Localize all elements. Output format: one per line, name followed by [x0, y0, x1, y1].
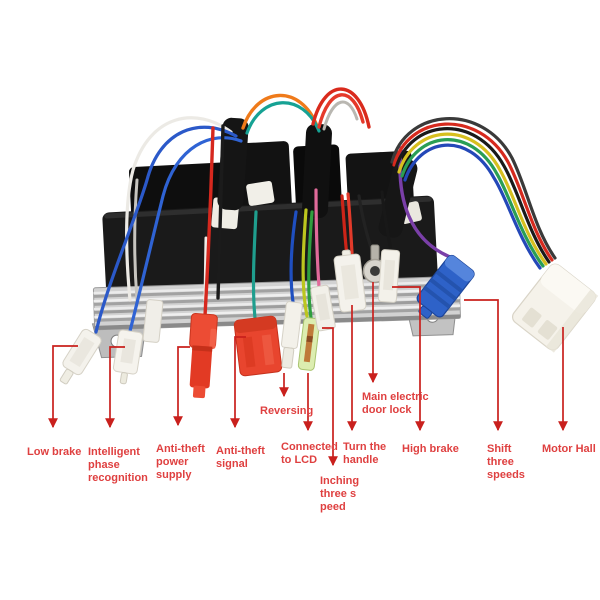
label-high-brake: High brake — [402, 443, 459, 455]
wire-gray-left — [133, 178, 139, 302]
label-shift-three-speeds: Shift three speeds — [487, 443, 525, 481]
label-reversing: Reversing — [260, 405, 314, 417]
wire-teal-vertical — [251, 210, 258, 320]
motor-hall-connector — [511, 263, 599, 353]
wire-pink-inching — [314, 188, 321, 289]
shift-connector — [416, 254, 475, 319]
reversing-connector — [280, 301, 303, 369]
label-low-brake: Low brake — [27, 446, 82, 458]
high-brake-connector — [377, 249, 401, 303]
wire-hall-blue — [403, 143, 542, 270]
wire-black-vertical — [216, 124, 225, 300]
wire-green-lcd — [307, 210, 314, 320]
anti-theft-signal-connector — [233, 315, 283, 377]
connector-back-white — [142, 299, 164, 343]
label-anti-theft-power: Anti-theft power supply — [156, 443, 205, 481]
leader-low-brake — [48, 345, 78, 429]
wire-red-vertical — [203, 126, 215, 318]
leader-shift — [464, 299, 503, 432]
wire-black-high-brake — [380, 190, 393, 253]
anti-theft-power-connector — [189, 312, 218, 399]
wire-hall-black — [394, 127, 551, 264]
wire-red-arc-2 — [317, 93, 365, 129]
label-inching-three-speed: Inching three s peed — [320, 475, 360, 513]
lcd-connector — [297, 317, 321, 371]
wire-hall-dark — [390, 117, 557, 260]
label-intelligent-phase: Intelligent phase recognition — [88, 446, 148, 484]
label-motor-hall: Motor Hall — [542, 443, 596, 455]
inching-connector — [310, 284, 336, 332]
wire-gray-arc — [322, 100, 359, 131]
wires — [94, 87, 557, 334]
body-white-connector-2 — [246, 180, 275, 206]
wire-blue-reversing — [289, 210, 298, 304]
leader-intelligent-phase — [105, 346, 125, 429]
label-anti-theft-signal: Anti-theft signal — [216, 445, 265, 470]
label-main-electric-door-lock: Main electric door lock — [362, 391, 429, 416]
wire-orange-arc — [241, 93, 319, 130]
leader-anti-theft-signal — [230, 336, 246, 429]
wire-hall-green — [400, 138, 545, 268]
wire-red-arc-1 — [311, 87, 371, 129]
wire-white-arc — [125, 116, 233, 302]
wire-yellow-lcd — [301, 208, 309, 318]
leader-inching — [322, 327, 338, 467]
intelligent-phase-connector — [112, 329, 144, 385]
leader-lines — [48, 282, 568, 467]
wire-hall-red — [392, 122, 554, 262]
wire-hall-yellow — [397, 132, 548, 266]
turn-handle-connector — [333, 249, 367, 313]
label-connected-to-lcd: Connected to LCD — [281, 441, 338, 466]
low-brake-connector — [59, 328, 102, 385]
label-turn-the-handle: Turn the handle — [343, 441, 387, 466]
leader-anti-theft-power — [173, 346, 190, 427]
leader-high-brake — [392, 286, 425, 432]
wire-red-handle-2 — [346, 192, 354, 255]
wire-blue-low-brake — [94, 125, 238, 334]
